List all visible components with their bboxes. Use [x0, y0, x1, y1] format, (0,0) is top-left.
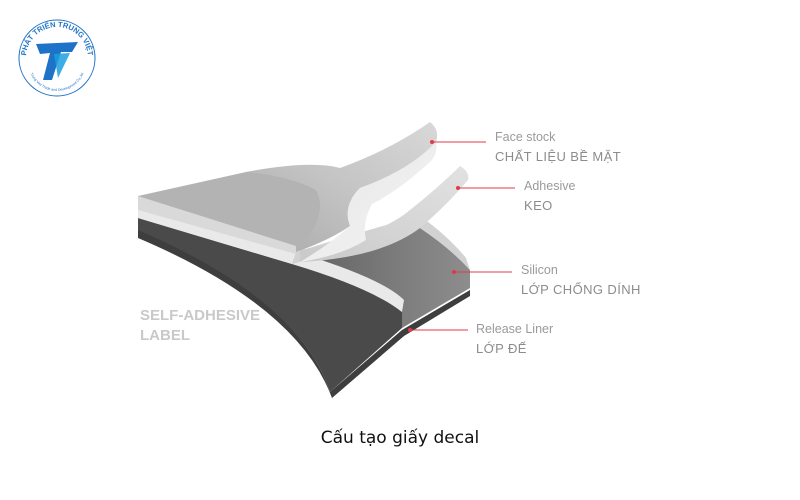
side-label-line-2: LABEL: [140, 327, 190, 344]
label-silicon-en: Silicon: [521, 263, 558, 277]
pointer-face-stock: [430, 140, 486, 144]
label-release-liner-vi: LỚP ĐẾ: [476, 341, 527, 356]
label-face-stock-vi: CHẤT LIỆU BỀ MẶT: [495, 149, 621, 164]
silicon-layer: [138, 208, 470, 312]
face-stock-base: [138, 169, 354, 254]
pointer-silicon: [452, 270, 512, 274]
label-adhesive-en: Adhesive: [524, 179, 575, 193]
face-stock-curl: [246, 122, 438, 262]
label-silicon-vi: LỚP CHỐNG DÍNH: [521, 282, 641, 297]
figure-caption: Cấu tạo giấy decal: [320, 428, 480, 448]
pointer-adhesive: [456, 186, 515, 190]
pointer-release-liner: [408, 328, 468, 332]
label-adhesive-vi: KEO: [524, 198, 553, 213]
side-label-line-1: SELF-ADHESIVE: [140, 307, 260, 324]
company-logo: PHÁT TRIỂN TRUNG VIỆT Trung Viet Trade a…: [18, 19, 96, 97]
label-face-stock-en: Face stock: [495, 130, 556, 144]
label-release-liner-en: Release Liner: [476, 322, 553, 336]
